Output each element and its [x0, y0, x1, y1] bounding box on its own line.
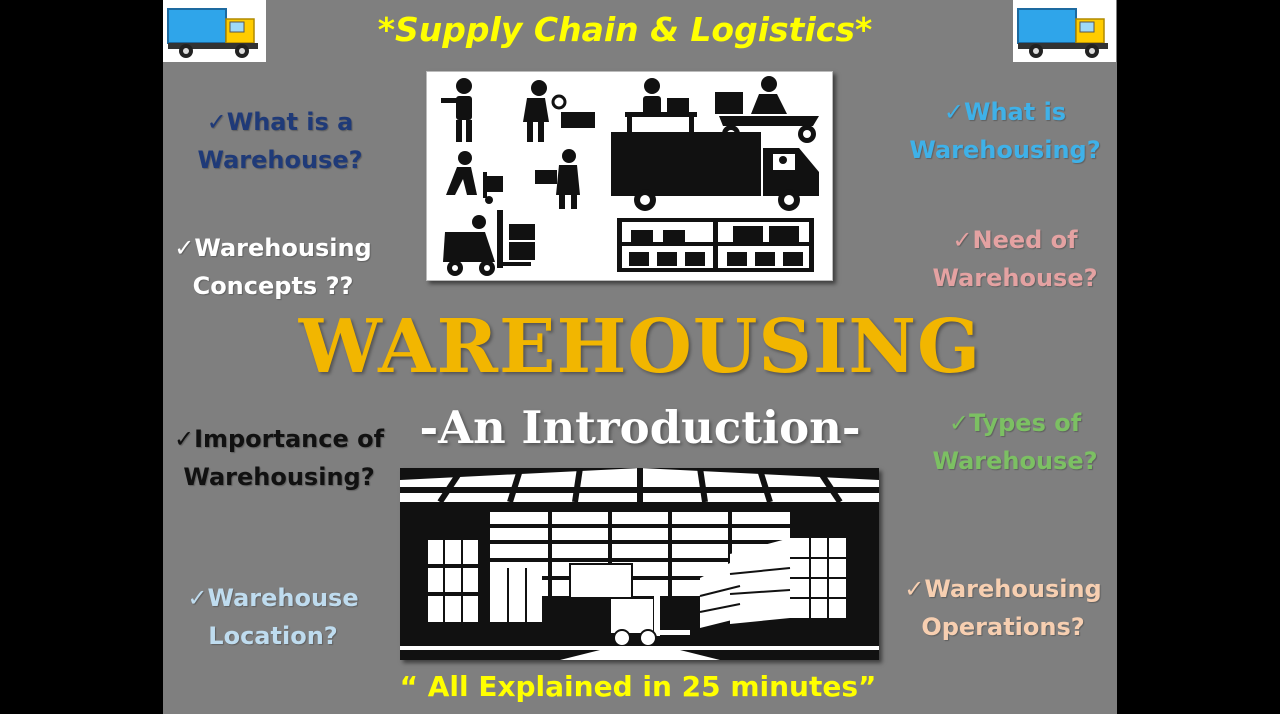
storage-rack-icon [617, 218, 814, 272]
check-icon: ✓ [173, 425, 195, 453]
topic-what-is-warehouse: ✓What is a Warehouse? [197, 108, 363, 174]
topic-warehousing-concepts: ✓Warehousing Concepts ?? [174, 234, 372, 300]
topic-need-of-warehouse: ✓Need of Warehouse? [932, 226, 1098, 292]
topic-warehousing-operations: ✓Warehousing Operations? [904, 575, 1102, 641]
box-handover-icon [535, 149, 580, 209]
check-icon: ✓ [174, 234, 195, 262]
check-icon: ✓ [943, 98, 964, 126]
forklift-icon [569, 563, 690, 647]
check-icon: ✓ [948, 409, 969, 437]
logistics-icons-panel [426, 71, 833, 281]
check-icon: ✓ [904, 575, 925, 603]
truck-icon-right [1013, 0, 1116, 62]
bottom-strip [0, 714, 1280, 720]
topic-warehouse-location: ✓Warehouse Location? [187, 584, 359, 650]
hand-truck-icon [446, 151, 503, 204]
subtitle: -An Introduction- [419, 401, 861, 454]
main-title: WAREHOUSING [298, 304, 982, 390]
worker-inspecting-icon [523, 80, 595, 142]
truck-icon-left [163, 0, 266, 62]
topic-what-is-warehousing: ✓What is Warehousing? [909, 98, 1101, 164]
check-icon: ✓ [206, 108, 227, 136]
topic-types-of-warehouse: ✓Types of Warehouse? [932, 409, 1098, 475]
footer-tagline: “ All Explained in 25 minutes” [399, 670, 877, 703]
check-icon: ✓ [952, 226, 973, 254]
forklift-icon [443, 210, 535, 276]
check-icon: ✓ [187, 584, 208, 612]
warehouse-interior-illustration [400, 467, 879, 660]
box-truck-icon [611, 132, 819, 211]
series-header: *Supply Chain & Logistics* [377, 10, 873, 49]
office-worker-icon [625, 78, 697, 142]
topic-importance-of-warehousing: ✓Importance of Warehousing? [173, 425, 385, 491]
worker-pointing-icon [441, 78, 472, 142]
